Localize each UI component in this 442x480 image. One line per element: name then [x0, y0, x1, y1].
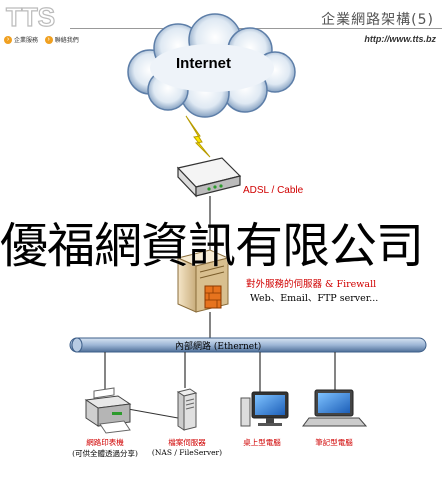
lan-label: 內部網路 (Ethernet): [175, 342, 262, 352]
printer-label: 網路印表機 (可供全體透過分享): [72, 437, 138, 459]
nav-item-contact[interactable]: › 聯絡我們: [44, 35, 79, 44]
laptop-label: 筆記型電腦: [315, 437, 353, 448]
internet-label: Internet: [176, 55, 232, 72]
tts-logo: TTS: [5, 2, 55, 32]
nav-label: 企業服務: [14, 38, 39, 44]
server-services-label: Web、Email、FTP server...: [250, 293, 379, 304]
site-url[interactable]: http://www.tts.bz: [364, 34, 436, 44]
nav-bar: › 企業服務 › 聯絡我們: [4, 35, 84, 44]
file-server-label: 檔案伺服器 (NAS / FileServer): [152, 437, 222, 457]
share-link: [127, 408, 179, 419]
lightning-icon: [185, 115, 211, 158]
page-title: 企業網路架構(5): [321, 12, 434, 28]
printer-icon: [84, 387, 132, 434]
desktop-name: 桌上型電腦: [243, 438, 281, 447]
lan-backbone: [69, 337, 427, 353]
desktop-pc-icon: [240, 391, 289, 427]
laptop-icon: [302, 389, 368, 427]
desktop-label: 桌上型電腦: [243, 437, 281, 448]
laptop-name: 筆記型電腦: [315, 438, 353, 447]
modem-label: ADSL / Cable: [243, 185, 304, 196]
printer-name: 網路印表機: [86, 438, 124, 447]
internet-cloud: [127, 13, 296, 118]
nav-item-services[interactable]: › 企業服務: [4, 35, 38, 44]
nav-label: 聯絡我們: [54, 38, 79, 44]
printer-note: (可供全體透過分享): [72, 449, 138, 458]
adsl-modem-icon: [176, 157, 242, 198]
arrow-icon: ›: [4, 35, 12, 44]
header: TTS 企業網路架構(5) › 企業服務 › 聯絡我們 http://www.t…: [0, 0, 442, 50]
server-label: 對外服務的伺服器 & Firewall: [246, 279, 377, 290]
file-server-note: (NAS / FileServer): [151, 448, 223, 457]
arrow-icon: ›: [44, 35, 53, 44]
svg-text:TTS: TTS: [6, 2, 55, 32]
lan-drops: [104, 352, 336, 392]
server-firewall-icon: [176, 249, 230, 313]
file-server-name: 檔案伺服器: [168, 438, 206, 447]
file-server-icon: [176, 388, 198, 431]
